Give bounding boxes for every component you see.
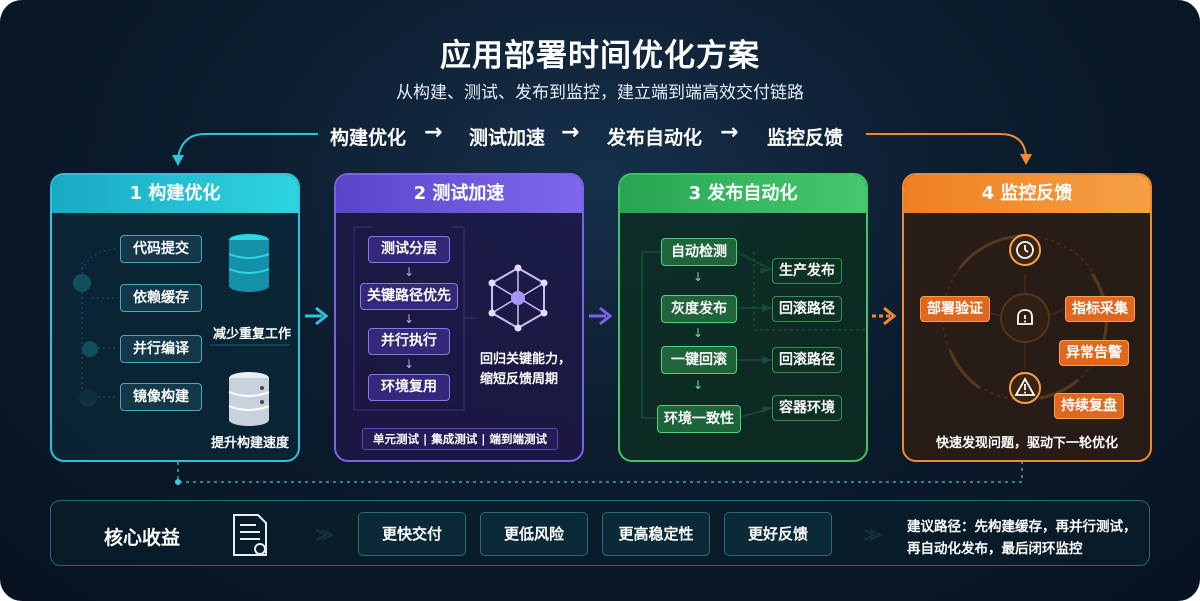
card-arrow-3-4 bbox=[872, 306, 897, 326]
down-arrow-icon: ↓ bbox=[693, 378, 704, 392]
card-monitor-header: 4 监控反馈 bbox=[904, 175, 1150, 213]
build-step-parallel-compile: 并行编译 bbox=[120, 335, 202, 363]
monitor-node-retrospective: 持续复盘 bbox=[1054, 393, 1124, 419]
flow-step-monitor: 监控反馈 bbox=[767, 127, 844, 149]
test-step-parallel-run: 并行执行 bbox=[368, 328, 450, 355]
release-step-auto-detect: 自动检测 bbox=[661, 238, 737, 266]
build-step-dependency-cache: 依赖缓存 bbox=[120, 284, 202, 312]
release-output-rollback-path-2: 回滚路径 bbox=[772, 347, 842, 373]
release-step-canary: 灰度发布 bbox=[661, 295, 737, 323]
advice-line2: 再自动化发布，最后闭环监控 bbox=[907, 541, 1083, 557]
test-caption-line2: 缩短反馈周期 bbox=[480, 372, 559, 387]
card-test-header: 2 测试加速 bbox=[336, 175, 582, 213]
test-step-layering: 测试分层 bbox=[368, 236, 450, 263]
clock-icon bbox=[1009, 234, 1041, 266]
test-footer-tags: 单元测试 | 集成测试 | 端到端测试 bbox=[362, 428, 558, 450]
release-output-container-env: 容器环境 bbox=[772, 395, 842, 421]
down-arrow-icon: ↓ bbox=[693, 326, 704, 340]
card-arrow-2-3 bbox=[589, 306, 613, 326]
test-step-env-reuse: 环境复用 bbox=[368, 374, 450, 401]
card-arrow-1-2 bbox=[305, 306, 329, 326]
page-subtitle: 从构建、测试、发布到监控，建立端到端高效交付链路 bbox=[396, 83, 804, 103]
monitor-caption: 快速发现问题，驱动下一轮优化 bbox=[935, 436, 1118, 451]
test-step-critical-path: 关键路径优先 bbox=[360, 283, 458, 310]
benefit-higher-stability: 更高稳定性 bbox=[602, 512, 710, 556]
page-title: 应用部署时间优化方案 bbox=[440, 38, 760, 74]
flow-step-release: 发布自动化 bbox=[607, 127, 703, 149]
down-arrow-icon: ↓ bbox=[404, 312, 415, 326]
down-arrow-icon: ↓ bbox=[404, 265, 415, 279]
database-icon bbox=[228, 234, 270, 292]
card-build-header: 1 构建优化 bbox=[52, 175, 298, 213]
flow-arrow-icon: → bbox=[720, 120, 739, 145]
flow-step-build: 构建优化 bbox=[330, 127, 407, 149]
down-arrow-icon: ↓ bbox=[404, 357, 415, 371]
build-step-commit: 代码提交 bbox=[120, 235, 202, 263]
down-arrow-icon: ↓ bbox=[693, 270, 704, 284]
flow-step-test: 测试加速 bbox=[469, 127, 546, 149]
document-icon bbox=[233, 514, 267, 556]
benefit-lower-risk: 更低风险 bbox=[480, 512, 588, 556]
advice-line1: 建议路径：先构建缓存，再并行测试， bbox=[907, 519, 1137, 535]
release-output-rollback-path: 回滚路径 bbox=[772, 296, 842, 322]
warning-icon bbox=[1009, 372, 1041, 404]
monitor-node-deploy-verify: 部署验证 bbox=[920, 296, 990, 322]
benefits-label: 核心收益 bbox=[104, 527, 181, 549]
benefit-better-feedback: 更好反馈 bbox=[724, 512, 832, 556]
card-test: 2 测试加速 bbox=[334, 173, 584, 462]
network-hex-icon bbox=[488, 264, 548, 332]
server-database-icon bbox=[228, 372, 270, 426]
build-note-speed: 提升构建速度 bbox=[211, 436, 290, 451]
release-step-env-consistency: 环境一致性 bbox=[657, 405, 741, 433]
flow-arrow-icon: → bbox=[424, 120, 443, 145]
alert-bell-icon bbox=[1017, 309, 1033, 325]
monitor-node-metrics: 指标采集 bbox=[1065, 296, 1135, 322]
release-step-rollback: 一键回滚 bbox=[661, 346, 737, 374]
monitor-node-alerts: 异常告警 bbox=[1059, 340, 1129, 366]
build-step-image-build: 镜像构建 bbox=[120, 383, 202, 411]
flow-arrow-icon: → bbox=[561, 120, 580, 145]
build-note-reduce: 减少重复工作 bbox=[213, 327, 292, 342]
benefit-faster-delivery: 更快交付 bbox=[358, 512, 466, 556]
release-output-production: 生产发布 bbox=[772, 258, 842, 284]
test-caption-line1: 回归关键能力， bbox=[480, 352, 572, 367]
card-release-header: 3 发布自动化 bbox=[620, 175, 866, 213]
